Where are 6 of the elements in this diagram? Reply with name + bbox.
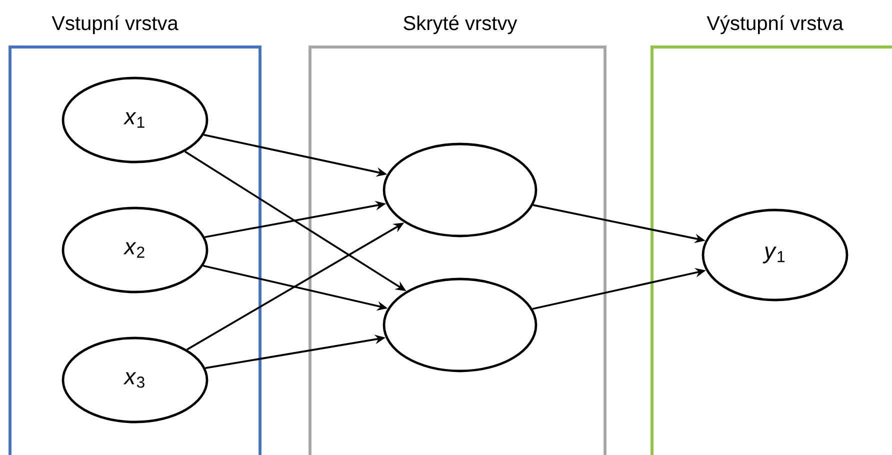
- node-label: Výstupní vrstva: [706, 15, 844, 34]
- layer-box: Skryté vrstvy: [308, 15, 606, 455]
- neuron-ellipse: [382, 142, 538, 238]
- node-label: Skryté vrstvy: [404, 15, 518, 34]
- node-label: Vstupní vrstva: [52, 15, 178, 34]
- neuron-ellipse: [382, 278, 538, 372]
